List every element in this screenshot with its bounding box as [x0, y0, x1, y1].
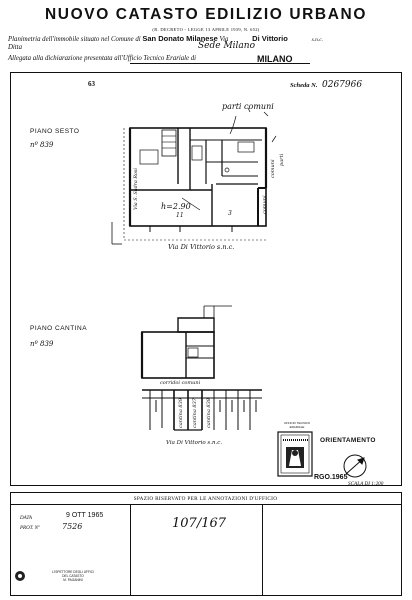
annotazioni-col2 [262, 504, 263, 595]
corridor-label: corridoi comuni [160, 380, 201, 386]
footer-line1: L'ISPETTORE DEGLI UFFICI [52, 570, 94, 574]
stamp-text: UFFICIO TECNICO ERARIALE [283, 421, 311, 429]
via-label: Via [219, 36, 229, 43]
date-stamp: RGO.1965 [314, 474, 348, 481]
annotazioni-box [10, 492, 402, 596]
civico-value: s.n.c. [311, 37, 324, 43]
ditta-label: Ditta [8, 44, 22, 51]
orientamento-label: ORIENTAMENTO [320, 437, 376, 444]
via-top: Via Di Vittorio s.n.c. [168, 243, 235, 251]
footer-signature: L'ISPETTORE DEGLI UFFICI DEL CATASTO M. … [48, 570, 98, 582]
sede-value: Sede Milano [198, 41, 255, 51]
via-side: Via S. Sadra Rosi [134, 168, 139, 210]
document-title: NUOVO CATASTO EDILIZIO URBANO [45, 6, 367, 23]
handwritten-number: 107/167 [172, 516, 227, 531]
ditta-line: Ditta [8, 44, 22, 51]
office-stamp [277, 431, 313, 477]
piano-sesto-sub: nº 839 [30, 141, 54, 149]
sheet-number: 63 [88, 80, 95, 88]
footer-line3: M. PAGANINI [63, 578, 83, 583]
room-11: 11 [176, 212, 184, 219]
annotazioni-divider [10, 504, 401, 505]
comuni-side: comuni [270, 159, 276, 178]
height-label: h=2.90 [161, 202, 191, 211]
data-label: DATA [20, 516, 32, 521]
annotazioni-title: SPAZIO RISERVATO PER LE ANNOTAZIONI D'UF… [133, 496, 278, 502]
seal-icon [15, 571, 25, 581]
prot-value: 7526 [62, 522, 83, 531]
piano-cantina-sub: nº 839 [30, 340, 54, 348]
scala-label: SCALA DI 1:200 [348, 481, 384, 487]
comune-value: San Donato Milanese [142, 34, 218, 43]
cantina-label-1: cantina 839 [178, 398, 184, 428]
allegata-line: Allegata alla dichiarazione presentata a… [8, 55, 196, 62]
scheda-number: 0267966 [322, 80, 363, 90]
room-3: 3 [228, 210, 232, 217]
data-value: 9 OTT 1965 [66, 512, 104, 519]
comuni-side-2: comuni [262, 195, 268, 214]
parti-comuni-top: parti comuni [222, 102, 274, 111]
scheda-label: Scheda N. [290, 82, 318, 89]
ufficio-value: MILANO [257, 54, 293, 64]
underline [130, 63, 310, 64]
cantina-label-2: cantina 837 [192, 398, 198, 428]
parti-side: parti [279, 153, 285, 166]
planimetria-label: Planimetria dell'immobile situato nel Co… [8, 36, 141, 43]
prot-label: PROT. Nº [20, 526, 40, 531]
annotazioni-col1 [130, 504, 131, 595]
allegata-label: Allegata alla dichiarazione presentata a… [8, 55, 197, 62]
footer-line2: DEL CATASTO [62, 574, 84, 579]
planimetria-line: Planimetria dell'immobile situato nel Co… [8, 34, 323, 43]
cantina-label-3: cantina 838 [206, 398, 212, 428]
via-bottom: Via Di Vittorio s.n.c. [166, 440, 223, 446]
document-subtitle: (R. DECRETO - LEGGE 13 APRILE 1939, N. 6… [152, 27, 260, 32]
plan-frame [10, 72, 402, 486]
piano-cantina-label: PIANO CANTINA [30, 325, 88, 332]
via-value: Di Vittorio [252, 34, 288, 43]
piano-sesto-label: PIANO SESTO [30, 128, 80, 135]
